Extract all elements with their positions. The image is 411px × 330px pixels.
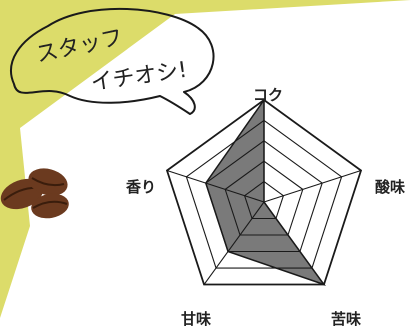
radar-grid-level-5 <box>165 98 363 286</box>
radar-grid-level-4 <box>185 119 343 269</box>
radar-spokes <box>166 100 362 285</box>
radar-axis-label-3: 甘味 <box>181 310 211 328</box>
radar-grid-level-1 <box>243 180 285 220</box>
radar-spoke-4 <box>166 169 265 203</box>
radar-grid-level-2 <box>224 160 304 236</box>
radar-axis-label-0: コク <box>253 86 283 104</box>
radar-axis-label-2: 苦味 <box>331 310 361 328</box>
radar-axis-label-1: 酸味 <box>375 178 405 196</box>
radar-spoke-3 <box>203 201 265 285</box>
radar-axis-label-4: 香り <box>126 178 156 196</box>
radar-spoke-2 <box>263 201 325 285</box>
radar-spoke-1 <box>263 169 362 203</box>
radar-grid-level-3 <box>205 140 323 253</box>
radar-grid <box>165 98 363 286</box>
coffee-beans-icon <box>0 168 69 219</box>
